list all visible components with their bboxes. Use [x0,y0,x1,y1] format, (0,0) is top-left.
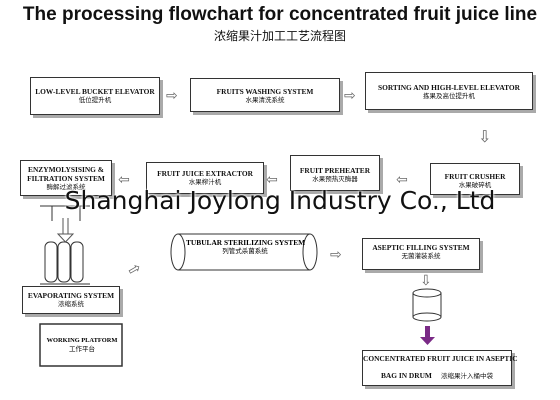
step-label-zh: 酶解过滤系统 [46,183,86,191]
step-platform: WORKING PLATFORM 工作平台 [44,336,120,354]
step-evaporating: EVAPORATING SYSTEM 浓缩系统 [22,286,120,314]
step-enzymolysis: ENZYMOLYSISING & FILTRATION SYSTEM 酶解过滤系… [20,160,112,196]
arrow-left-icon: ⇦ [118,172,130,188]
step-label-en: FRUITS WASHING SYSTEM [216,87,314,96]
step-label-en: LOW-LEVEL BUCKET ELEVATOR [35,87,155,96]
step-label-zh: 工作平台 [69,345,95,353]
step-label-zh: 浓缩系统 [58,300,84,308]
step-sorting: SORTING AND HIGH-LEVEL ELEVATOR 拣果及高位提升机 [365,72,533,110]
step-label-zh: 水果清洗系统 [245,96,285,104]
step-sterilizing: TUBULAR STERILIZING SYSTEM 列管式杀菌系统 [186,238,306,256]
double-arrow-down-icon [56,218,75,243]
step-label-zh: 水果破碎机 [458,181,492,189]
step-label-zh: 无菌灌装系统 [401,252,441,260]
step-label-en: SORTING AND HIGH-LEVEL ELEVATOR [377,83,521,92]
arrow-right-icon: ⇨ [166,88,178,104]
step-label-zh: 水果预热灭酶器 [312,175,358,183]
step-extractor: FRUIT JUICE EXTRACTOR 水果榨汁机 [146,162,264,194]
arrow-down-icon: ⇩ [420,273,432,289]
step-aseptic: ASEPTIC FILLING SYSTEM 无菌灌装系统 [362,238,480,270]
arrow-right-icon: ⇨ [330,247,342,263]
drum-icon [412,288,442,322]
step-label-zh: 列管式杀菌系统 [222,247,268,255]
step-label-en-line2: FILTRATION SYSTEM [27,174,105,183]
step-label-zh: 拣果及高位提升机 [423,92,475,100]
platform-frame [39,323,123,367]
step-label-zh: 低位提升机 [78,96,112,104]
step-washing: FRUITS WASHING SYSTEM 水果清洗系统 [190,78,340,112]
company-watermark: Shanghai Joylong Industry Co., Ltd [64,186,496,215]
page-title: The processing flowchart for concentrate… [22,4,538,25]
step-label-en: ENZYMOLYSISING & [28,165,104,174]
step-label-en-line2: BAG IN DRUM [380,371,432,380]
step-bucket-elevator: LOW-LEVEL BUCKET ELEVATOR 低位提升机 [30,77,160,115]
step-final-product: CONCENTRATED FRUIT JUICE IN ASEPTIC BAG … [362,350,518,386]
step-crusher: FRUIT CRUSHER 水果破碎机 [430,163,520,195]
step-label-en: EVAPORATING SYSTEM [27,291,115,300]
sterilizer-cylinder-icon [170,233,318,271]
arrow-left-icon: ⇦ [396,172,408,188]
step-label-en: WORKING PLATFORM [46,337,118,344]
step-preheater: FRUIT PREHEATER 水果预热灭酶器 [290,155,380,191]
step-label-en: FRUIT PREHEATER [299,166,371,175]
page-subtitle: 浓缩果汁加工工艺流程图 [213,29,346,43]
step-label-zh: 水果榨汁机 [188,178,222,186]
step-label-en: ASEPTIC FILLING SYSTEM [372,243,470,252]
evaporator-tanks-icon [40,241,90,285]
arrow-right-icon: ⇨ [344,88,356,104]
step-label-zh: 浓缩果汁入桶中袋 [441,372,493,380]
arrow-down-icon: ⇩ [478,127,492,146]
step-label-en: TUBULAR STERILIZING SYSTEM [186,238,306,247]
arrow-left-icon: ⇦ [266,172,278,188]
purple-arrow-down-icon [420,326,435,345]
filtration-tanks-icon [40,205,90,221]
step-label-en: FRUIT CRUSHER [444,172,506,181]
step-label-en: FRUIT JUICE EXTRACTOR [157,169,253,178]
step-label-en: CONCENTRATED FRUIT JUICE IN ASEPTIC [363,354,518,363]
